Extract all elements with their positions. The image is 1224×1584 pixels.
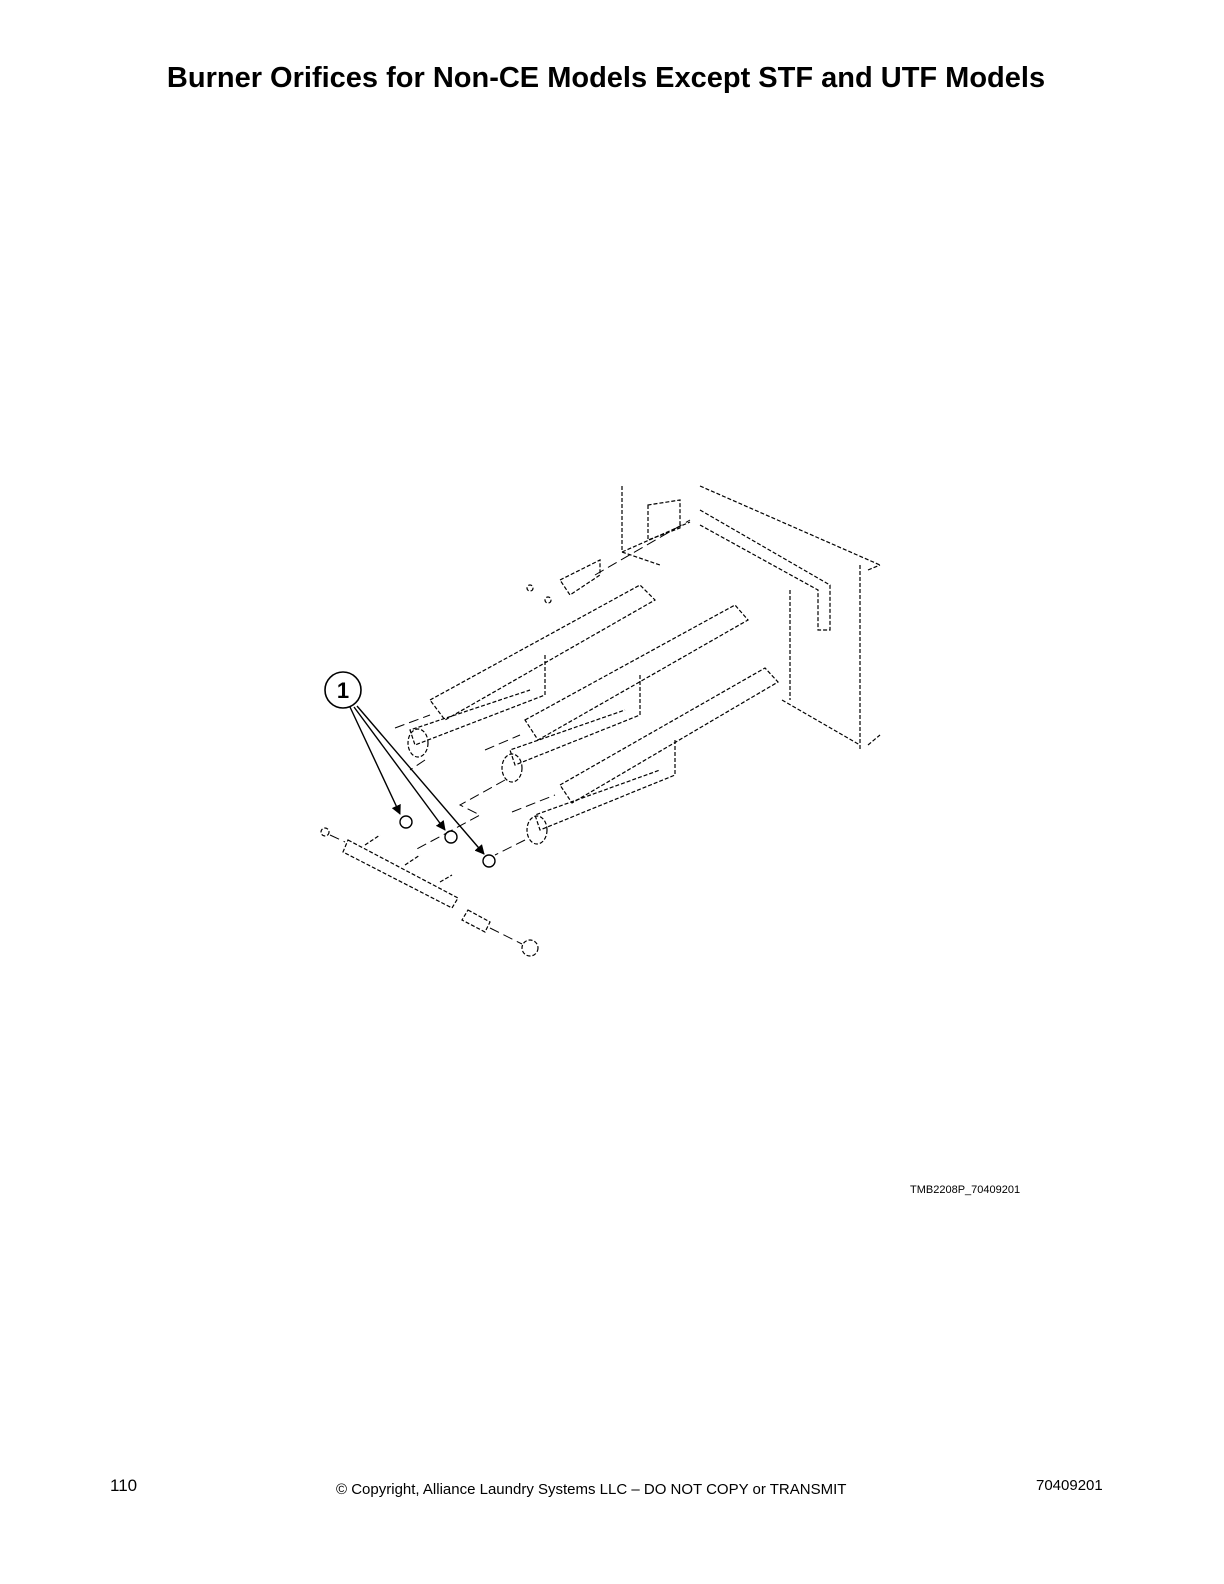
copyright-notice: © Copyright, Alliance Laundry Systems LL… [336, 1481, 847, 1498]
page-number: 110 [110, 1476, 138, 1495]
cabinet-panel [621, 485, 881, 750]
orifices [399, 815, 496, 868]
page-title: Burner Orifices for Non-CE Models Except… [166, 62, 1046, 94]
burner-bracket [526, 519, 691, 604]
callout-1: 1 [324, 671, 485, 855]
callout-label: 1 [337, 678, 349, 703]
burner-tube-2 [414, 604, 749, 851]
burner-tube-3 [494, 667, 779, 856]
document-number: 70409201 [1036, 1477, 1103, 1494]
gas-manifold [320, 827, 539, 957]
burner-tube-1 [394, 584, 656, 771]
figure-id: TMB2208P_70409201 [910, 1184, 1021, 1196]
